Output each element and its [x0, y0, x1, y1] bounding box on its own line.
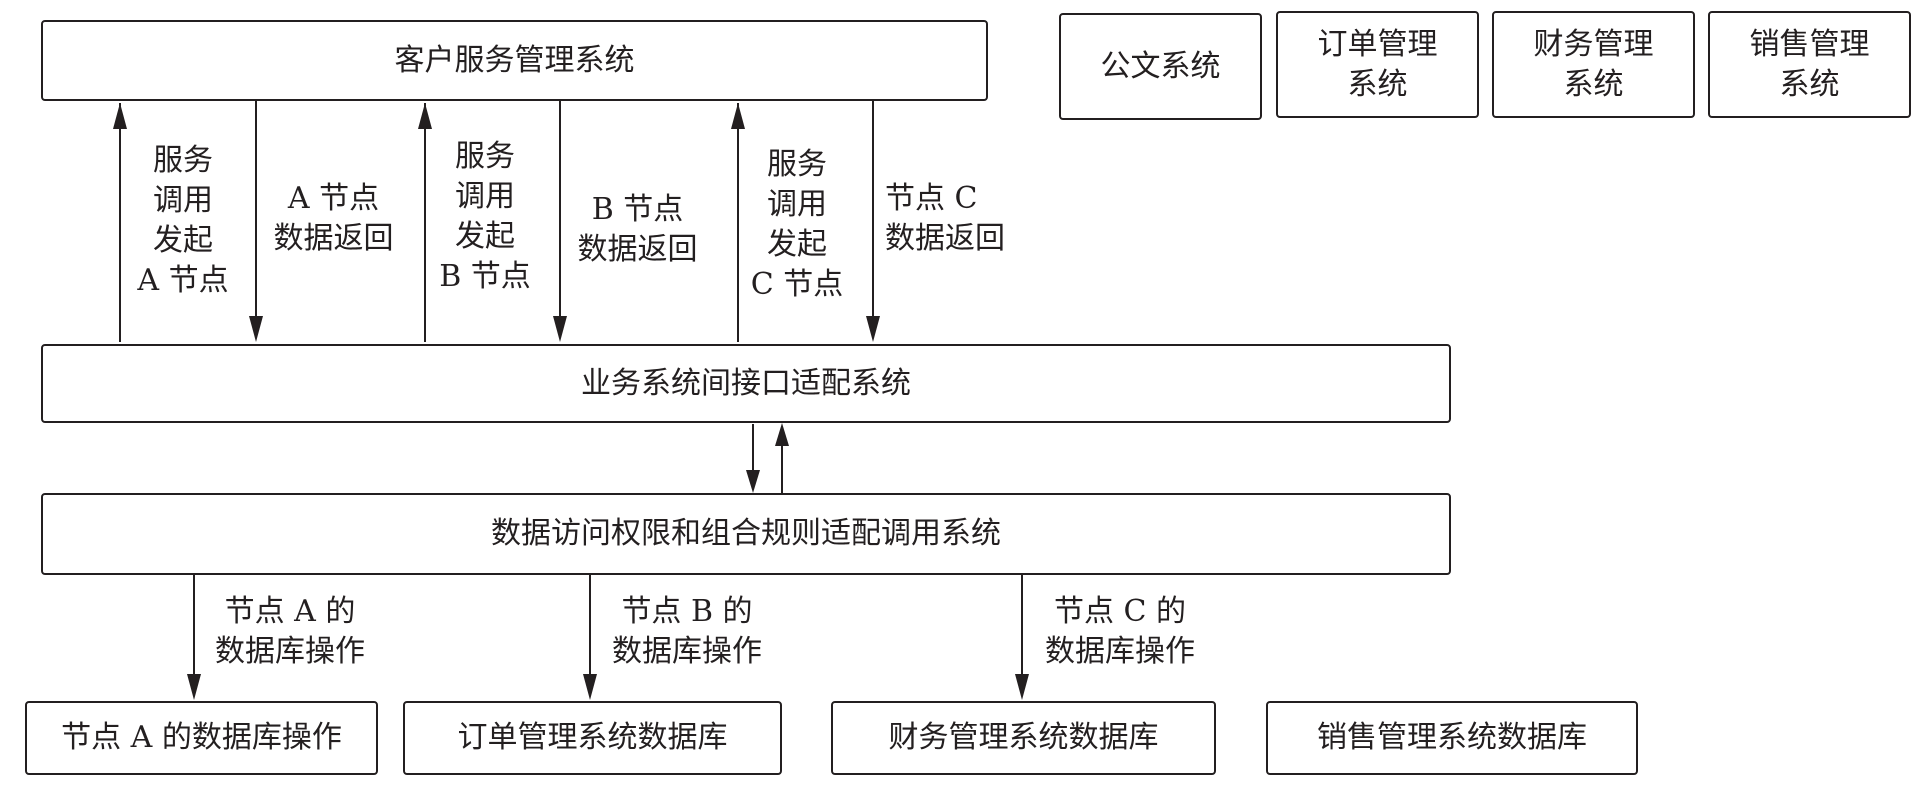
arrowhead-db-c: [1015, 674, 1029, 700]
arrowhead-call-c: [731, 103, 745, 129]
arrowhead-db-b: [583, 674, 597, 700]
arrowhead-adapter-down: [746, 470, 760, 493]
node-a-db-box: 节点 A 的数据库操作: [25, 701, 378, 775]
finance-db-box: 财务管理系统数据库: [831, 701, 1216, 775]
label-return-c: 节点 C 数据返回: [885, 181, 1005, 256]
order-db-box: 订单管理系统数据库: [403, 701, 782, 775]
arrowhead-call-b: [418, 103, 432, 129]
document-system-box: 公文系统: [1059, 13, 1262, 120]
arrowhead-return-c: [866, 316, 880, 342]
label-db-op-c: 节点 C 的 数据库操作: [1045, 594, 1195, 669]
label-return-b: B 节点 数据返回: [577, 192, 698, 267]
label-return-a: A 节点 数据返回: [273, 181, 394, 256]
interface-adapter-box: 业务系统间接口适配系统: [41, 344, 1451, 423]
arrowhead-adapter-up: [775, 423, 789, 446]
arrowhead-db-a: [187, 674, 201, 700]
label-db-op-b: 节点 B 的 数据库操作: [612, 594, 762, 669]
finance-system-box: 财务管理 系统: [1492, 11, 1695, 118]
order-system-box: 订单管理 系统: [1276, 11, 1479, 118]
label-call-c: 服务 调用 发起 C 节点: [750, 147, 844, 302]
arrowhead-call-a: [113, 103, 127, 129]
sales-db-box: 销售管理系统数据库: [1266, 701, 1638, 775]
label-call-b: 服务 调用 发起 B 节点: [439, 139, 531, 294]
arrowhead-return-a: [249, 316, 263, 342]
sales-system-box: 销售管理 系统: [1708, 11, 1911, 118]
label-call-a: 服务 调用 发起 A 节点: [137, 143, 229, 298]
label-db-op-a: 节点 A 的 数据库操作: [215, 594, 365, 669]
customer-service-box: 客户服务管理系统: [41, 20, 988, 101]
arrowhead-return-b: [553, 316, 567, 342]
data-access-box: 数据访问权限和组合规则适配调用系统: [41, 493, 1451, 575]
